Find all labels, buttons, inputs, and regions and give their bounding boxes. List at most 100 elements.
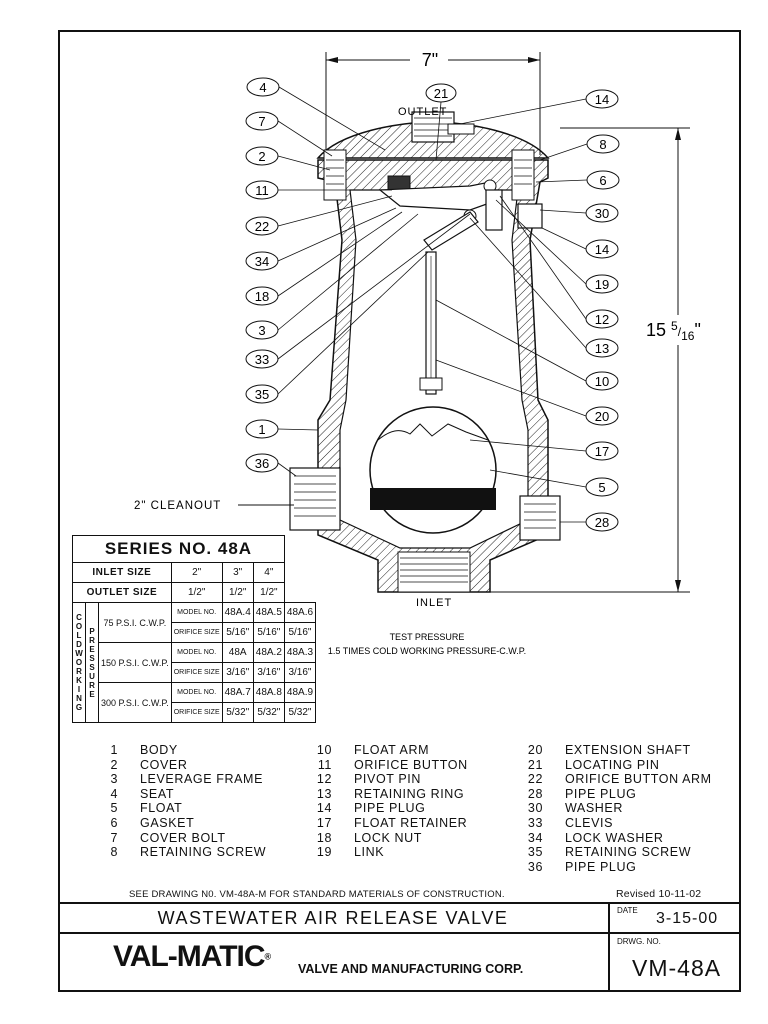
callout-bubble: 14 bbox=[459, 89, 619, 125]
part-number: 21 bbox=[527, 757, 543, 772]
callout-number: 33 bbox=[255, 352, 269, 367]
orifice-size-label: ORIFICE SIZE bbox=[170, 662, 223, 683]
outlet-size-b: 1/2" bbox=[221, 582, 254, 603]
callout-ellipse bbox=[245, 320, 279, 340]
part-number: 34 bbox=[527, 830, 543, 845]
pressure-rating: 300 P.S.I. C.W.P. bbox=[98, 682, 172, 723]
leader-line bbox=[499, 195, 587, 320]
part-number: 14 bbox=[316, 801, 332, 816]
series-title: SERIES NO. 48A bbox=[72, 535, 285, 563]
pressure-rating: 150 P.S.I. C.W.P. bbox=[98, 642, 172, 683]
callout-bubble: 22 bbox=[245, 195, 393, 236]
callout-bubble: 13 bbox=[469, 217, 619, 358]
part-number: 36 bbox=[527, 859, 543, 874]
inlet-size-4: 4" bbox=[252, 562, 285, 583]
date-value: 3-15-00 bbox=[656, 910, 719, 927]
model-no-label: MODEL NO. bbox=[170, 682, 223, 703]
callout-number: 36 bbox=[255, 456, 269, 471]
callout-ellipse bbox=[585, 441, 619, 461]
part-number: 22 bbox=[527, 772, 543, 787]
callout-bubble: 1 bbox=[245, 419, 319, 439]
inlet-label: INLET bbox=[416, 597, 452, 609]
width-dimension-label: 7" bbox=[422, 50, 438, 70]
svg-text:21: 21 bbox=[434, 86, 448, 101]
part-number: 4 bbox=[110, 786, 118, 801]
part-number: 12 bbox=[316, 772, 332, 787]
part-name: ORIFICE BUTTON bbox=[354, 757, 468, 772]
part-name: LOCK NUT bbox=[354, 830, 423, 845]
leader-line bbox=[435, 299, 587, 382]
leader-line bbox=[539, 143, 588, 161]
orifice-size: 5/16" bbox=[283, 622, 317, 643]
series-table: SERIES NO. 48A INLET SIZE 2" 3" 4" OUTLE… bbox=[72, 535, 317, 723]
model-no-label: MODEL NO. bbox=[170, 642, 223, 663]
part-number: 30 bbox=[527, 801, 543, 816]
part-number: 28 bbox=[527, 786, 543, 801]
orifice-size: 5/32" bbox=[283, 702, 317, 723]
callout-ellipse bbox=[585, 203, 619, 223]
company-logo: VAL-MATIC® bbox=[113, 940, 271, 974]
callout-bubble: 20 bbox=[435, 359, 619, 426]
drawing-number: VM-48A bbox=[632, 955, 722, 981]
date-label: DATE bbox=[617, 906, 638, 915]
float bbox=[369, 406, 497, 534]
title-band-mid bbox=[58, 932, 741, 934]
callout-number: 17 bbox=[595, 444, 609, 459]
callout-number: 14 bbox=[595, 242, 609, 257]
width-dimension: 7" bbox=[325, 50, 541, 155]
callout-bubble: 11 bbox=[245, 180, 392, 200]
callout-ellipse bbox=[585, 371, 619, 391]
callout-bubble: 3 bbox=[245, 213, 419, 340]
model-no-label: MODEL NO. bbox=[170, 602, 223, 623]
inlet-size-2: 2" bbox=[170, 562, 223, 583]
callout-ellipse bbox=[585, 89, 619, 109]
callout-number: 35 bbox=[255, 387, 269, 402]
orifice-size: 5/32" bbox=[221, 702, 254, 723]
part-name: COVER bbox=[140, 757, 188, 772]
part-name: PIPE PLUG bbox=[565, 859, 637, 874]
callout-bubble: 2 bbox=[245, 146, 331, 171]
part-number: 10 bbox=[316, 743, 332, 757]
model-number: 48A.4 bbox=[221, 602, 254, 623]
callout-number: 14 bbox=[595, 92, 609, 107]
pressure-rating: 75 P.S.I. C.W.P. bbox=[98, 602, 172, 643]
test-pressure-line2: 1.5 TIMES COLD WORKING PRESSURE-C.W.P. bbox=[328, 646, 526, 656]
leader-line bbox=[435, 359, 587, 417]
callout-number: 13 bbox=[595, 341, 609, 356]
callout-ellipse bbox=[585, 406, 619, 426]
callout-number: 7 bbox=[258, 114, 265, 129]
test-pressure-line1: TEST PRESSURE bbox=[390, 632, 465, 642]
callout-ellipse bbox=[245, 251, 279, 271]
leader-line bbox=[277, 195, 393, 227]
title-divider bbox=[608, 902, 610, 992]
parts-list-item: 21 LOCATING PIN bbox=[521, 758, 712, 773]
callout-top: 21 bbox=[425, 83, 457, 161]
part-name: LOCATING PIN bbox=[565, 757, 660, 772]
callout-ellipse bbox=[585, 477, 619, 497]
model-number: 48A.3 bbox=[283, 642, 317, 663]
callout-ellipse bbox=[245, 349, 279, 369]
callout-number: 2 bbox=[258, 149, 265, 164]
leader-line bbox=[278, 86, 386, 151]
part-name: CLEVIS bbox=[565, 815, 614, 830]
orifice-size-label: ORIFICE SIZE bbox=[170, 702, 223, 723]
part-number: 35 bbox=[527, 845, 543, 860]
part-number: 1 bbox=[110, 743, 118, 757]
part-number: 3 bbox=[110, 772, 118, 787]
part-name: FLOAT RETAINER bbox=[354, 815, 468, 830]
valve-cover bbox=[316, 111, 550, 201]
callout-number: 11 bbox=[255, 183, 269, 198]
leader-line bbox=[469, 439, 587, 452]
